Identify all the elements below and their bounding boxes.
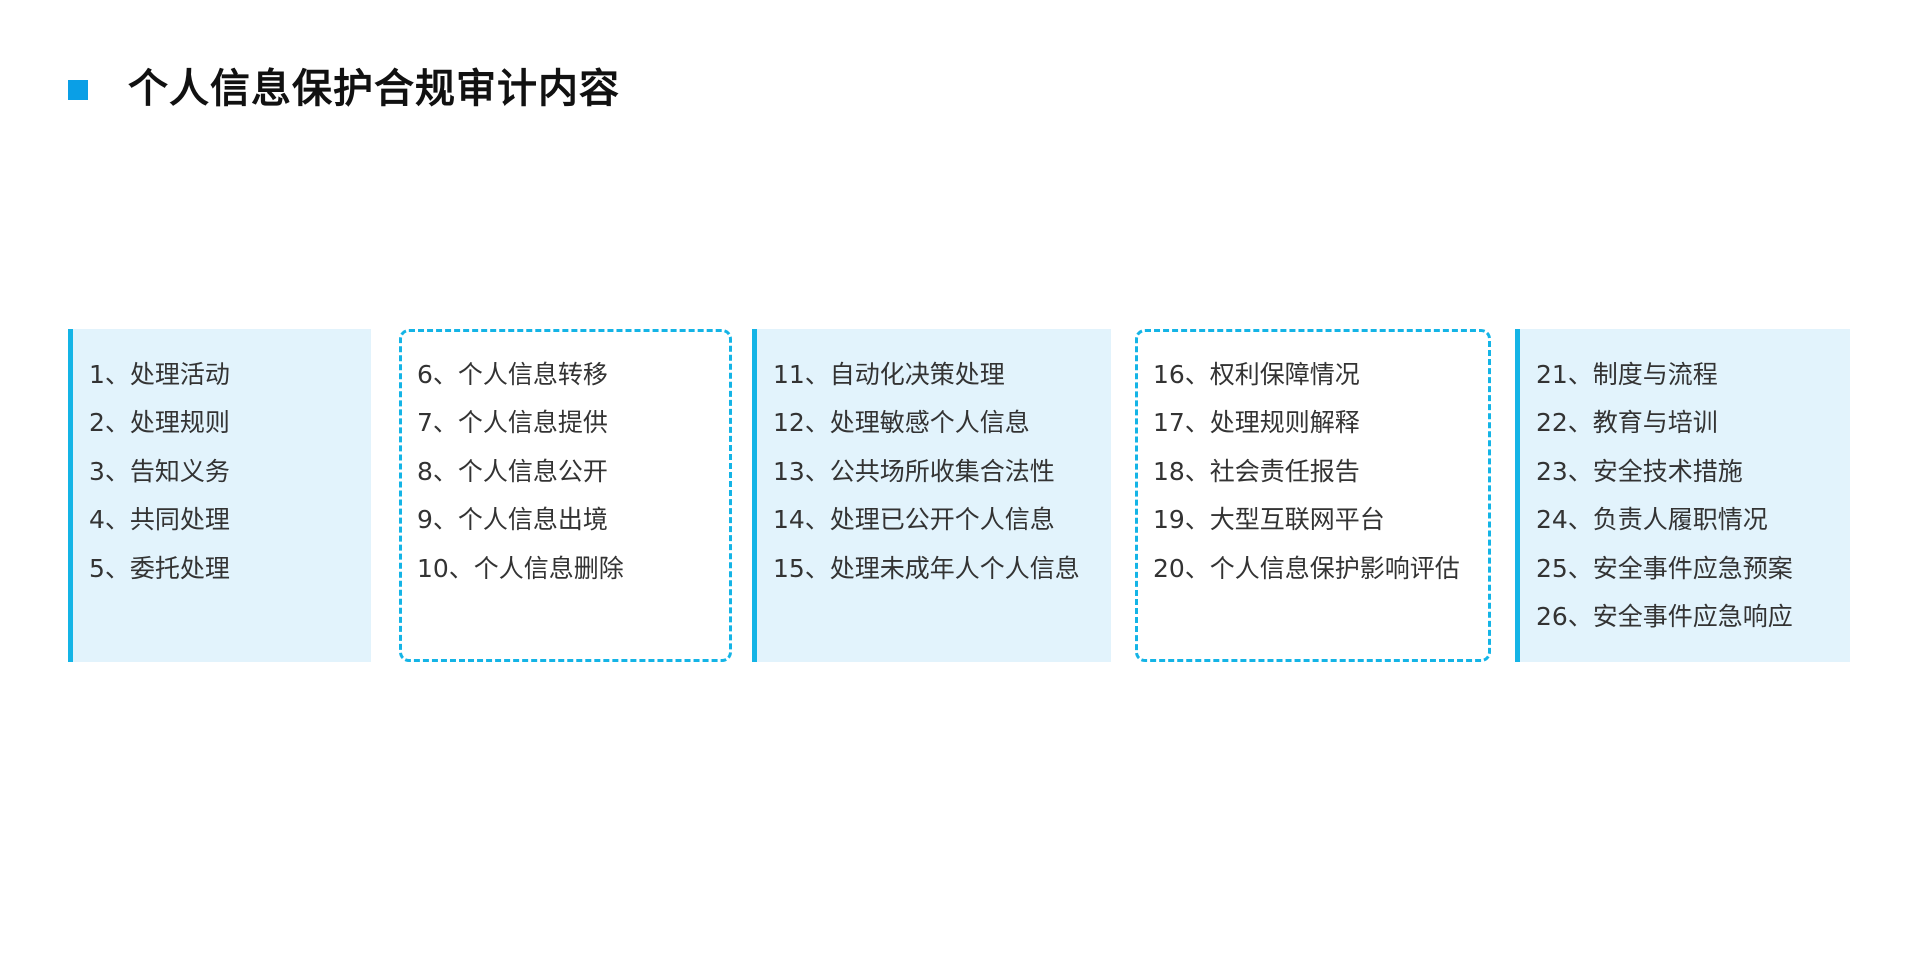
list-item: 25、安全事件应急预案 — [1536, 553, 1793, 583]
list-item: 26、安全事件应急响应 — [1536, 602, 1793, 632]
audit-group-3: 11、自动化决策处理 12、处理敏感个人信息 13、公共场所收集合法性 14、处理已公… — [752, 329, 1111, 662]
list-item: 16、权利保障情况 — [1153, 360, 1360, 389]
title-bullet-icon — [68, 80, 88, 100]
list-item: 2、处理规则 — [89, 408, 230, 438]
list-item: 18、社会责任报告 — [1153, 456, 1360, 486]
audit-group-4: 16、权利保障情况 17、处理规则解释 18、社会责任报告 19、大型互联网平台 20、… — [1135, 329, 1491, 662]
list-item: 13、公共场所收集合法性 — [773, 456, 1055, 486]
audit-group-2: 6、个人信息转移 7、个人信息提供 8、个人信息公开 9、个人信息出境 10、个人信息删… — [399, 329, 732, 662]
list-item: 9、个人信息出境 — [417, 505, 608, 535]
list-item: 22、教育与培训 — [1536, 408, 1718, 438]
list-item: 14、处理已公开个人信息 — [773, 505, 1055, 535]
list-item: 6、个人信息转移 — [417, 360, 608, 389]
list-item: 10、个人信息删除 — [417, 553, 624, 583]
audit-group-1: 1、处理活动 2、处理规则 3、告知义务 4、共同处理 5、委托处理 — [68, 329, 371, 662]
list-item: 5、委托处理 — [89, 553, 230, 583]
list-item: 21、制度与流程 — [1536, 360, 1718, 389]
audit-group-5: 21、制度与流程 22、教育与培训 23、安全技术措施 24、负责人履职情况 25、安全… — [1515, 329, 1850, 662]
list-item: 3、告知义务 — [89, 456, 230, 486]
list-item: 24、负责人履职情况 — [1536, 505, 1768, 535]
list-item: 15、处理未成年人个人信息 — [773, 553, 1080, 583]
page-title: 个人信息保护合规审计内容 — [128, 66, 620, 112]
list-item: 1、处理活动 — [89, 360, 230, 389]
list-item: 23、安全技术措施 — [1536, 456, 1743, 486]
list-item: 19、大型互联网平台 — [1153, 505, 1385, 535]
list-item: 11、自动化决策处理 — [773, 360, 1005, 389]
list-item: 17、处理规则解释 — [1153, 408, 1360, 438]
list-item: 20、个人信息保护影响评估 — [1153, 553, 1460, 583]
list-item: 8、个人信息公开 — [417, 456, 608, 486]
list-item: 4、共同处理 — [89, 505, 230, 535]
list-item: 7、个人信息提供 — [417, 408, 608, 438]
list-item: 12、处理敏感个人信息 — [773, 408, 1030, 438]
